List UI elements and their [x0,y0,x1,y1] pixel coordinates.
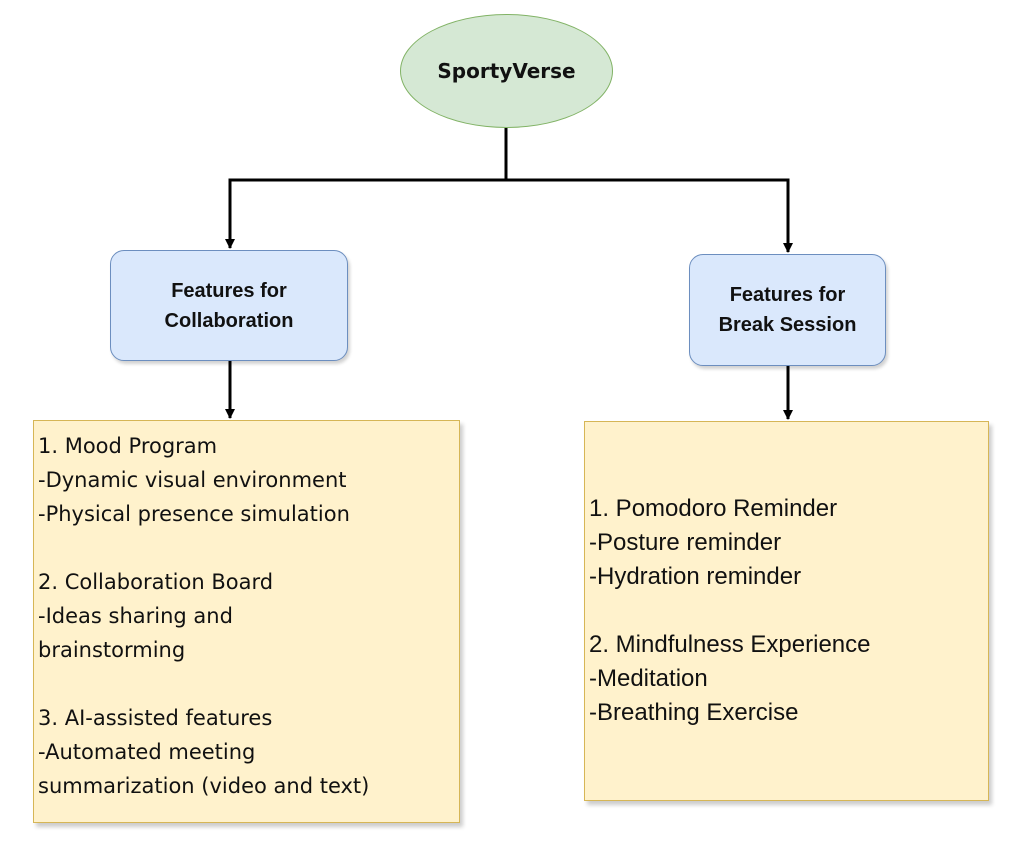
feature-line: 2. Collaboration Board [38,570,274,594]
collaboration-board-group: 2. Collaboration Board -Ideas sharing an… [38,565,459,667]
mood-program-group: 1. Mood Program -Dynamic visual environm… [38,429,459,531]
feature-line: summarization (video and text) [38,774,370,798]
feature-line: 2. Mindfulness Experience [589,631,871,658]
root-label: SportyVerse [437,59,576,83]
break-session-features-list: 1. Pomodoro Reminder -Posture reminder -… [584,421,989,801]
mindfulness-experience-group: 2. Mindfulness Experience -Meditation -B… [589,628,988,730]
ai-assisted-features-group: 3. AI-assisted features -Automated meeti… [38,701,459,803]
break-session-features-node: Features for Break Session [689,254,886,366]
break-session-features-title: Features for Break Session [718,284,857,336]
feature-line: -Physical presence simulation [38,502,350,526]
root-node: SportyVerse [400,14,613,128]
collaboration-features-title: Features for Collaboration [164,279,294,332]
root-to-left-connector [225,128,508,249]
feature-line: -Meditation [589,665,708,692]
feature-line: -Posture reminder [589,529,782,556]
pomodoro-reminder-group: 1. Pomodoro Reminder -Posture reminder -… [589,492,988,594]
feature-line: -Breathing Exercise [589,699,799,726]
feature-line: -Hydration reminder [589,563,802,590]
feature-line: -Dynamic visual environment [38,468,347,492]
feature-line: 1. Mood Program [38,434,218,458]
feature-line: 3. AI-assisted features [38,706,273,730]
collaboration-features-list: 1. Mood Program -Dynamic visual environm… [33,420,460,823]
feature-line: brainstorming [38,638,186,662]
feature-line: 1. Pomodoro Reminder [589,495,838,522]
feature-line: -Automated meeting [38,740,256,764]
feature-line: -Ideas sharing and [38,604,233,628]
collaboration-features-node: Features for Collaboration [110,250,348,361]
root-to-right-connector [506,178,793,253]
